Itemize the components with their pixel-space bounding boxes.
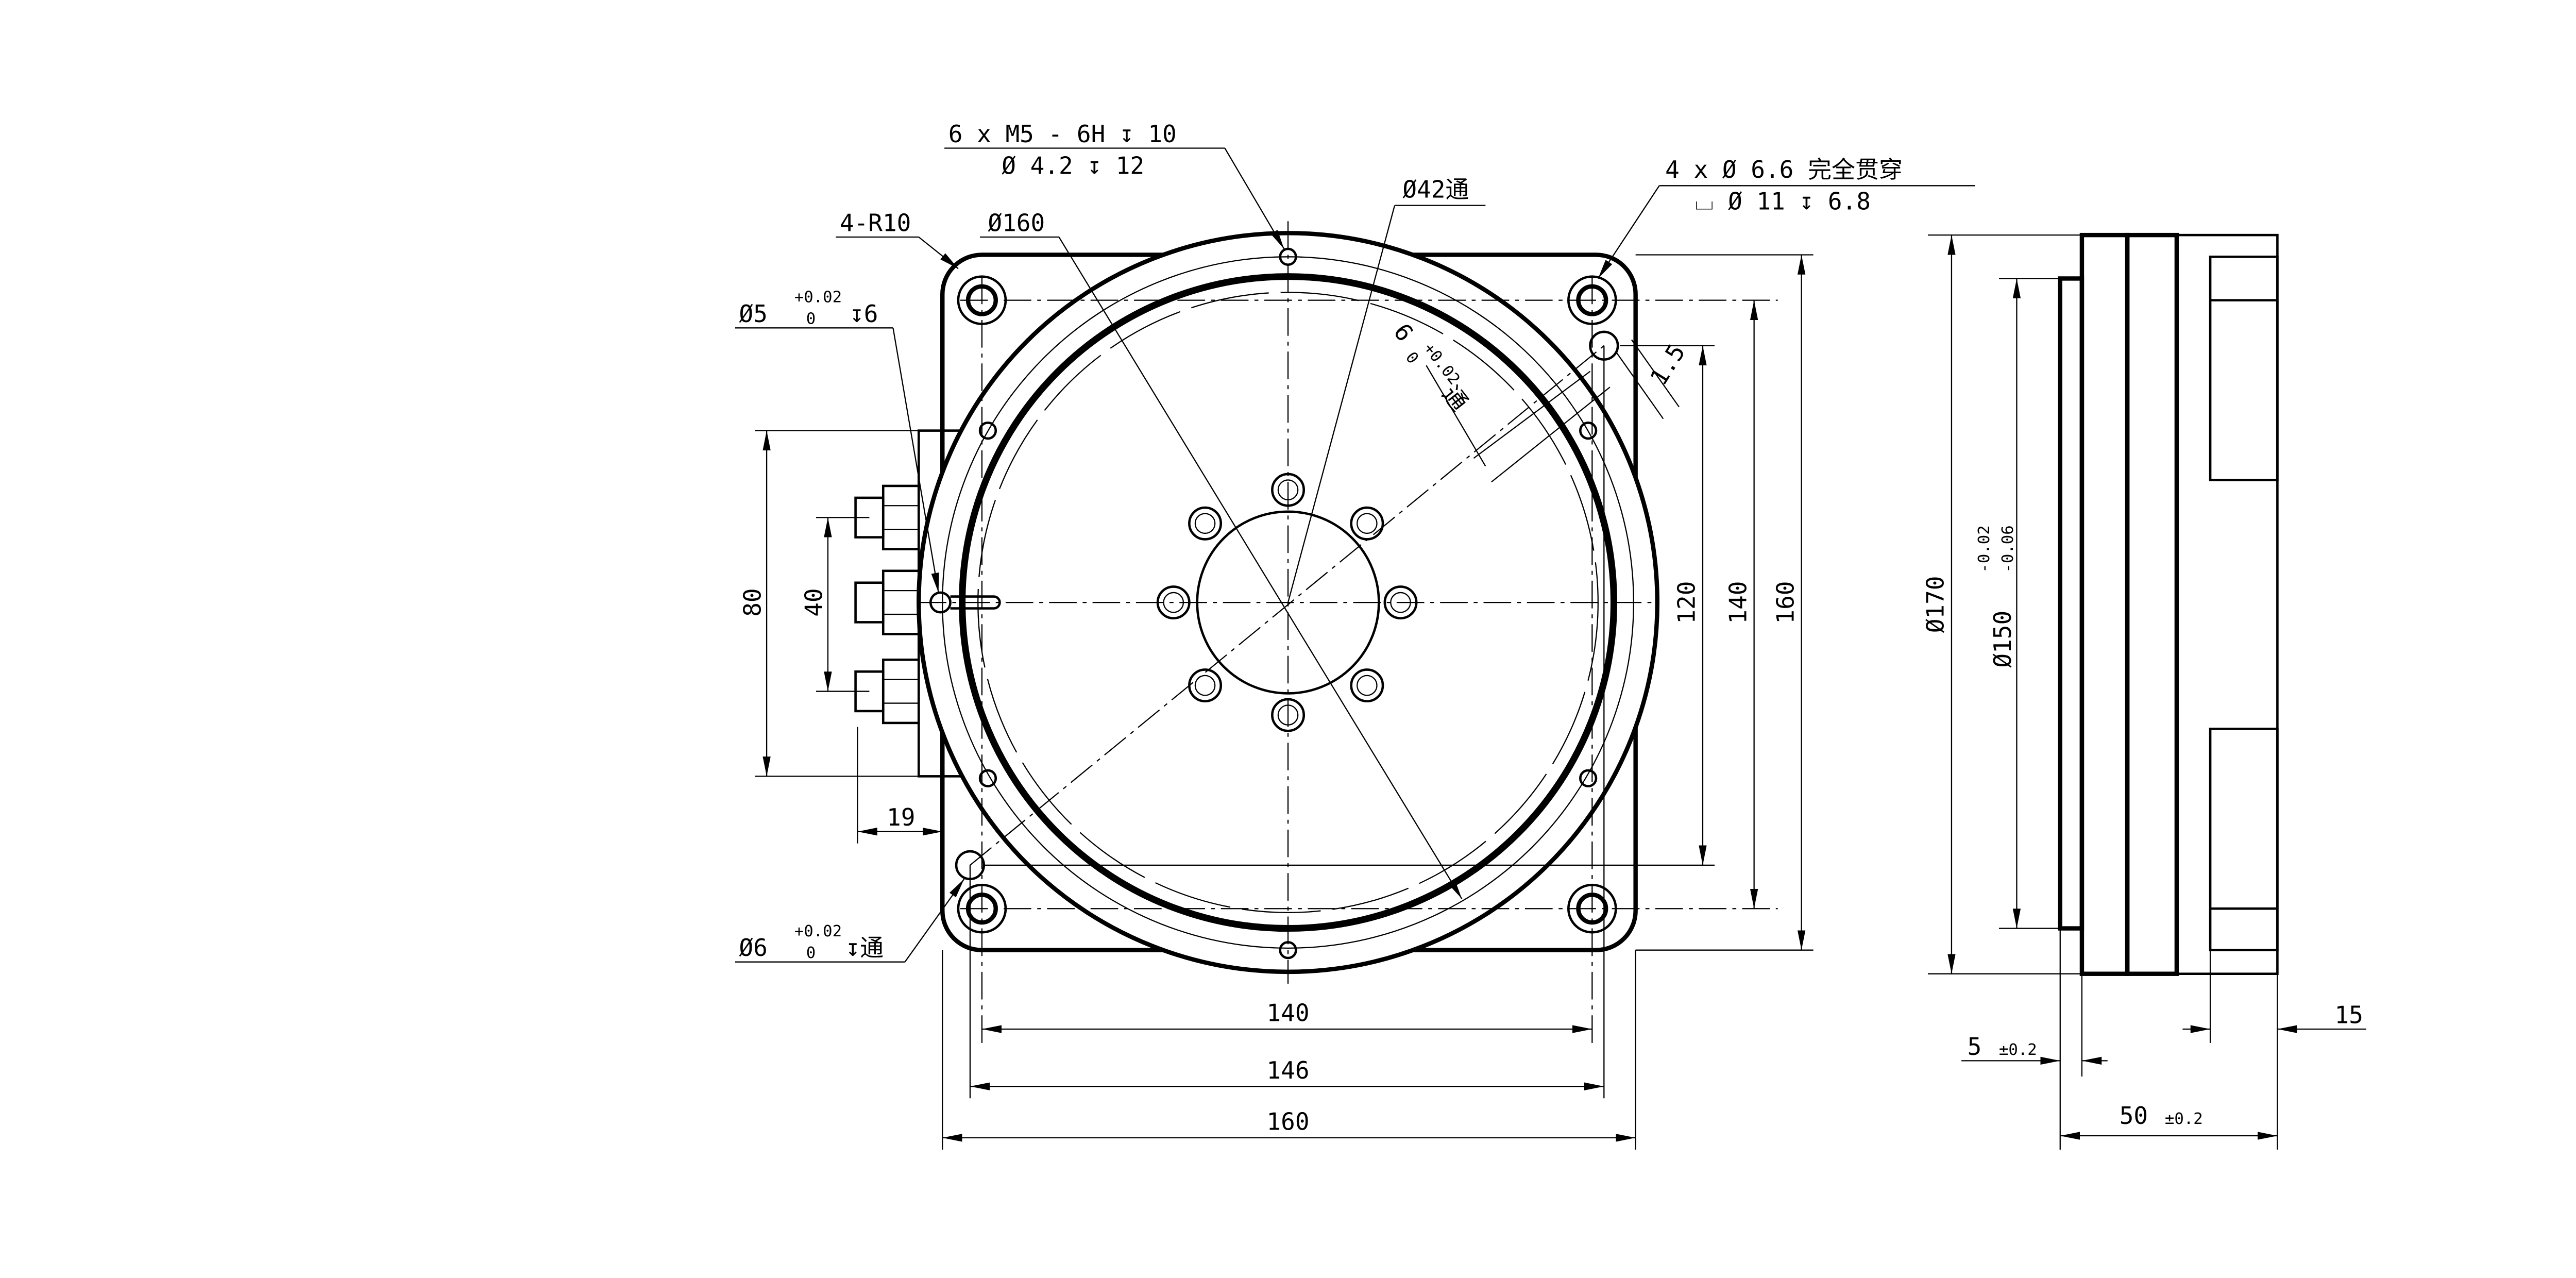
svg-text:↧通: ↧通 xyxy=(845,934,884,962)
dim-bottom-160: 160 xyxy=(1267,1108,1310,1136)
dim-right-120: 120 xyxy=(1673,581,1701,624)
dim-offset-1-5: 1.5 xyxy=(1645,339,1691,390)
dim-bottom-140: 140 xyxy=(1267,999,1310,1027)
svg-text:0: 0 xyxy=(806,310,816,328)
svg-text:+0.02: +0.02 xyxy=(794,288,842,306)
dim-right-140: 140 xyxy=(1724,581,1752,624)
dim-flange-tol: ±0.2 xyxy=(1999,1041,2037,1059)
callout-corner-radius: 4-R10 xyxy=(836,209,959,270)
body-middle xyxy=(2125,232,2179,976)
svg-text:Ø42通: Ø42通 xyxy=(1402,175,1469,203)
dim-dia-150-tol-lower: -0.06 xyxy=(1999,525,2017,573)
cable-gland-icon xyxy=(854,569,920,635)
svg-text:Ø6: Ø6 xyxy=(739,934,767,962)
dim-left-19: 19 xyxy=(887,803,915,831)
callout-ring-diameter: Ø160 xyxy=(980,209,1463,899)
dim-dia-170: Ø170 xyxy=(1922,576,1950,633)
dim-total-50: 50 xyxy=(2120,1102,2148,1130)
side-pocket-top xyxy=(2209,256,2279,481)
svg-text:+0.02: +0.02 xyxy=(794,922,842,940)
svg-text:0: 0 xyxy=(806,944,816,962)
side-pocket-bottom xyxy=(2209,728,2279,952)
svg-text:6 x M5 - 6H ↧ 10: 6 x M5 - 6H ↧ 10 xyxy=(948,120,1177,148)
dim-right-15: 15 xyxy=(2335,1001,2363,1029)
body-upper xyxy=(2175,233,2279,976)
dim-flange-5: 5 xyxy=(1968,1033,1982,1061)
callout-through-holes: 4 x Ø 6.6 完全贯穿 ⌴ Ø 11 ↧ 6.8 xyxy=(1597,156,1975,279)
callout-tapped-holes: 6 x M5 - 6H ↧ 10 Ø 4.2 ↧ 12 xyxy=(944,120,1285,249)
side-view: Ø170 Ø150 -0.02 -0.06 5 ±0.2 50 ±0.2 15 xyxy=(1922,232,2366,1150)
cable-gland-icon xyxy=(854,658,920,725)
svg-text:Ø160: Ø160 xyxy=(988,209,1045,237)
svg-text:Ø5: Ø5 xyxy=(739,300,767,328)
dim-bottom-146: 146 xyxy=(1267,1056,1310,1084)
callout-pin-hole-5: Ø5 +0.02 0 ↧6 xyxy=(735,288,939,593)
callout-center-bore: Ø42通 xyxy=(1287,175,1486,603)
dim-left-80: 80 xyxy=(739,588,767,616)
dim-right-160: 160 xyxy=(1771,581,1799,624)
callout-pin-hole-6: Ø6 +0.02 0 ↧通 xyxy=(735,879,965,963)
dim-dia-150-tol-upper: -0.02 xyxy=(1975,525,1993,573)
flange xyxy=(2058,276,2084,931)
svg-text:4 x Ø 6.6 完全贯穿: 4 x Ø 6.6 完全贯穿 xyxy=(1665,156,1903,183)
svg-text:Ø 4.2 ↧ 12: Ø 4.2 ↧ 12 xyxy=(1002,152,1144,179)
cable-glands xyxy=(854,484,920,725)
dim-left-40: 40 xyxy=(800,588,827,616)
dim-total-tol: ±0.2 xyxy=(2165,1110,2203,1128)
front-view: 140 146 160 120 140 160 80 40 19 6 x M5 … xyxy=(735,120,1975,1150)
dim-dia-150: Ø150 xyxy=(1989,611,2016,668)
svg-text:⌴ Ø 11 ↧ 6.8: ⌴ Ø 11 ↧ 6.8 xyxy=(1695,187,1871,215)
svg-text:↧6: ↧6 xyxy=(850,300,878,328)
body-lower xyxy=(2079,232,2130,976)
svg-text:4-R10: 4-R10 xyxy=(840,209,911,237)
